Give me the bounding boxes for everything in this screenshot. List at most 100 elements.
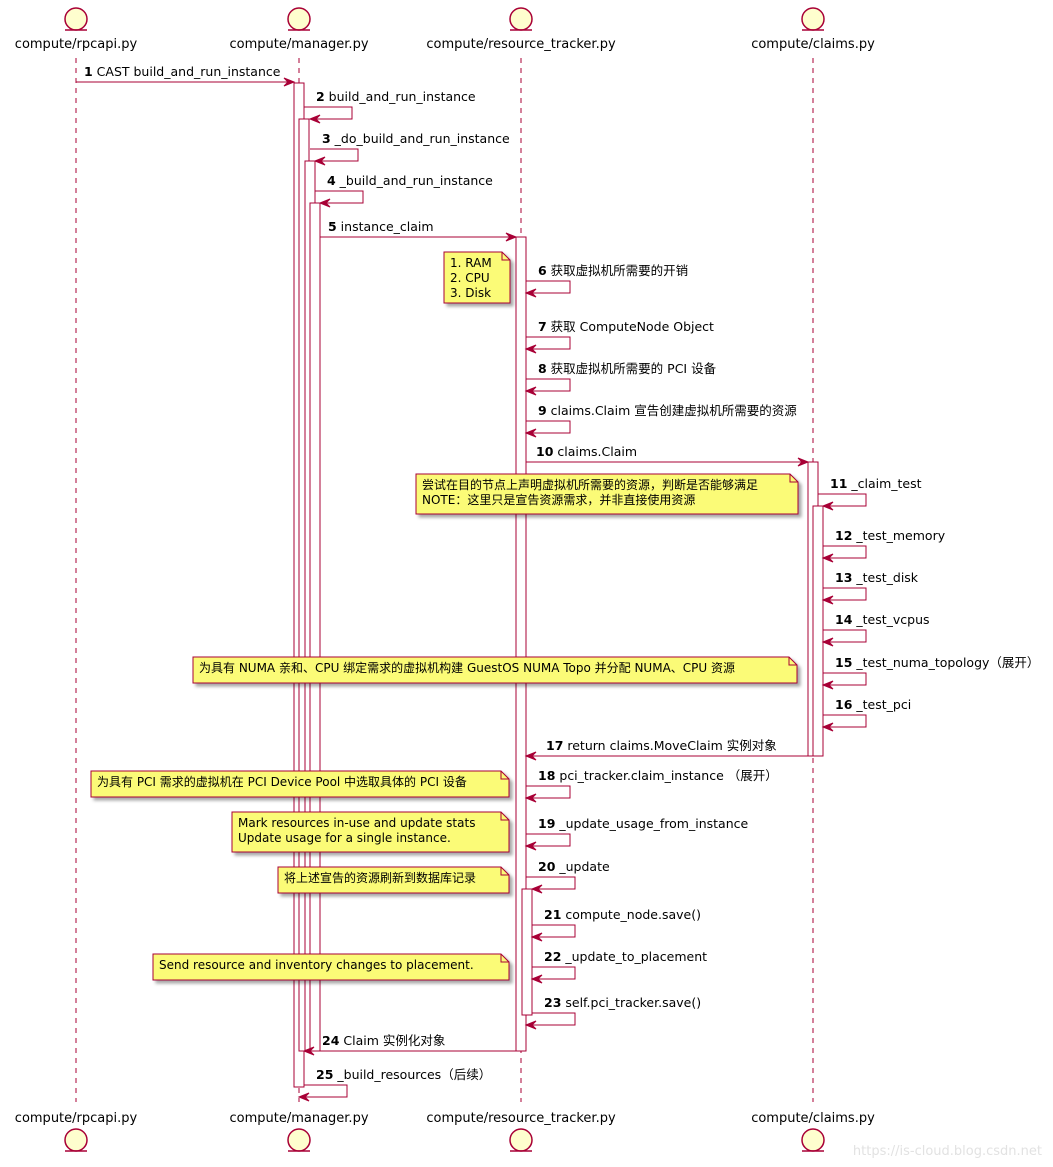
- message-text: pci_tracker.claim_instance （展开）: [555, 768, 777, 783]
- note-line: Update usage for a single instance.: [238, 831, 451, 845]
- message-label: 3 _do_build_and_run_instance: [322, 131, 510, 146]
- note: 尝试在目的节点上声明虚拟机所需要的资源，判断是否能够满足NOTE：这里只是宣告资…: [415, 473, 799, 515]
- activation-bar: [812, 505, 824, 757]
- message-text: 获取虚拟机所需要的 PCI 设备: [547, 361, 717, 376]
- message-label: 4 _build_and_run_instance: [327, 173, 493, 188]
- note-line: NOTE：这里只是宣告资源需求，并非直接使用资源: [422, 492, 695, 507]
- entity-icon: [287, 7, 311, 31]
- arrow-head: [505, 232, 518, 242]
- note-line: 为具有 NUMA 亲和、CPU 绑定需求的虚拟机构建 GuestOS NUMA …: [199, 660, 735, 675]
- message-label: 1 CAST build_and_run_instance: [84, 64, 281, 79]
- message-number: 1: [84, 64, 93, 79]
- self-message-arrow: [310, 148, 359, 162]
- message-number: 23: [544, 995, 561, 1010]
- message-label: 20 _update: [538, 859, 610, 874]
- message-number: 22: [544, 949, 561, 964]
- arrow-head: [821, 637, 834, 647]
- note-box: [152, 953, 510, 981]
- arrow-head: [318, 198, 331, 208]
- arrow-head: [524, 386, 537, 396]
- self-message-arrow: [299, 1084, 348, 1098]
- self-message-arrow: [304, 106, 353, 120]
- arrow-head: [524, 793, 537, 803]
- message-text: _test_pci: [852, 697, 911, 712]
- message-label: 9 claims.Claim 宣告创建虚拟机所需要的资源: [538, 403, 797, 418]
- arrow-head: [524, 751, 537, 761]
- message-label: 10 claims.Claim: [536, 444, 637, 459]
- note: 将上述宣告的资源刷新到数据库记录: [277, 866, 510, 894]
- note: 为具有 PCI 需求的虚拟机在 PCI Device Pool 中选取具体的 P…: [90, 770, 510, 798]
- note-line: 尝试在目的节点上声明虚拟机所需要的资源，判断是否能够满足: [422, 477, 758, 492]
- message-number: 18: [538, 768, 555, 783]
- message-number: 20: [538, 859, 556, 874]
- message-label: 11 _claim_test: [830, 476, 922, 491]
- message-number: 6: [538, 263, 547, 278]
- self-message-arrow: [823, 672, 867, 686]
- note-line: 3. Disk: [450, 286, 491, 300]
- self-message-arrow: [526, 336, 571, 350]
- participant-label: compute/rpcapi.py: [15, 1111, 138, 1126]
- message-label: 21 compute_node.save(): [544, 907, 701, 922]
- arrow-head: [524, 1020, 537, 1030]
- message-number: 24: [322, 1033, 340, 1048]
- message-label: 17 return claims.MoveClaim 实例对象: [546, 738, 777, 753]
- message-text: self.pci_tracker.save(): [561, 995, 701, 1010]
- arrow-head: [821, 722, 834, 732]
- self-message-arrow: [823, 714, 867, 728]
- message-label: 19 _update_usage_from_instance: [538, 816, 748, 831]
- note: Send resource and inventory changes to p…: [152, 953, 510, 981]
- note-line: 1. RAM: [450, 256, 492, 270]
- entity-icon: [801, 7, 825, 31]
- message-number: 9: [538, 403, 547, 418]
- arrow-head: [821, 553, 834, 563]
- arrow-head: [524, 344, 537, 354]
- participant-label: compute/rpcapi.py: [15, 37, 138, 52]
- arrow-head: [821, 680, 834, 690]
- message-label: 5 instance_claim: [328, 219, 434, 234]
- self-message-arrow: [823, 629, 867, 643]
- message-text: _test_disk: [852, 570, 918, 585]
- message-number: 14: [835, 612, 853, 627]
- message-text: _update_usage_from_instance: [555, 816, 748, 831]
- note-fold: [500, 954, 509, 963]
- message-number: 21: [544, 907, 561, 922]
- note-fold: [500, 771, 509, 780]
- message-label: 13 _test_disk: [835, 570, 919, 585]
- arrow-head: [297, 1092, 310, 1102]
- message-label: 8 获取虚拟机所需要的 PCI 设备: [538, 361, 717, 376]
- participant-label: compute/resource_tracker.py: [426, 1111, 616, 1126]
- message-text: _test_memory: [852, 528, 945, 543]
- note-line: 将上述宣告的资源刷新到数据库记录: [284, 870, 476, 885]
- arrow-head: [283, 77, 296, 87]
- participant-label: compute/claims.py: [751, 37, 875, 52]
- message-text: _update: [555, 859, 610, 874]
- message-text: 获取虚拟机所需要的开销: [547, 263, 688, 278]
- message-number: 16: [835, 697, 853, 712]
- message-label: 24 Claim 实例化对象: [322, 1033, 445, 1048]
- note: 为具有 NUMA 亲和、CPU 绑定需求的虚拟机构建 GuestOS NUMA …: [192, 656, 798, 684]
- note-box: [192, 656, 798, 684]
- message-text: _test_numa_topology（展开）: [852, 655, 1039, 670]
- arrow-head: [530, 884, 543, 894]
- self-message-arrow: [526, 280, 571, 294]
- message-text: claims.Claim: [553, 444, 637, 459]
- message-text: CAST build_and_run_instance: [93, 64, 281, 79]
- activation-bar: [521, 888, 533, 1016]
- message-label: 7 获取 ComputeNode Object: [538, 319, 714, 334]
- message-text: compute_node.save(): [561, 907, 701, 922]
- message-label: 16 _test_pci: [835, 697, 911, 712]
- message-number: 13: [835, 570, 852, 585]
- arrow-head: [821, 595, 834, 605]
- note-line: 2. CPU: [450, 271, 490, 285]
- arrow-head: [530, 932, 543, 942]
- message-text: return claims.MoveClaim 实例对象: [563, 738, 776, 753]
- message-label: 14 _test_vcpus: [835, 612, 930, 627]
- watermark-text: https://is-cloud.blog.csdn.net: [853, 1144, 1042, 1159]
- message-number: 15: [835, 655, 852, 670]
- self-message-arrow: [526, 876, 576, 890]
- arrow-head: [524, 428, 537, 438]
- note-line: Send resource and inventory changes to p…: [159, 958, 474, 972]
- entity-icon: [801, 1128, 825, 1152]
- self-message-arrow: [532, 966, 576, 980]
